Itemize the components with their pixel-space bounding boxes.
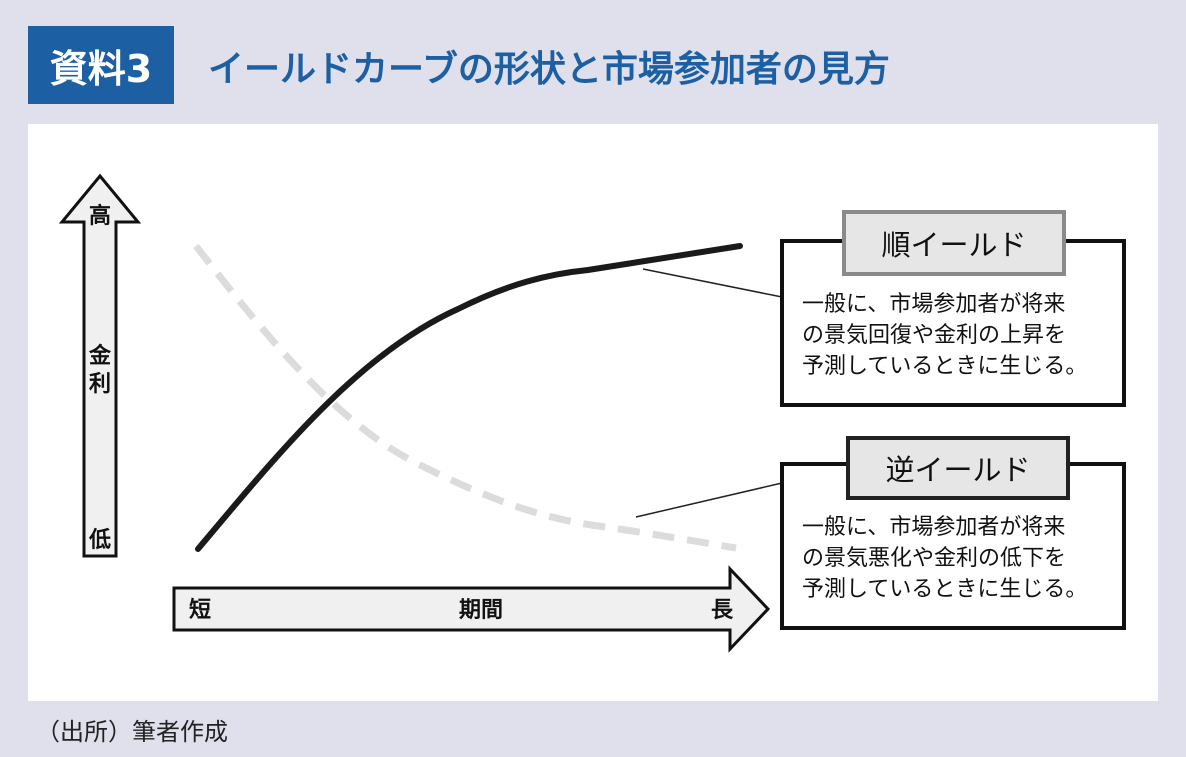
source-note: （出所）筆者作成 bbox=[36, 718, 228, 746]
normal-yield-label: 順イールド bbox=[842, 210, 1066, 276]
y-axis-high-label: 高 bbox=[89, 203, 111, 229]
figure-title: イールドカーブの形状と市場参加者の見方 bbox=[208, 49, 890, 90]
x-axis-arrow bbox=[172, 565, 771, 653]
yield-curve-diagram: 高 金 利 低 短 期間 長 bbox=[58, 173, 783, 653]
diagram-panel: 高 金 利 低 短 期間 長 一般に、市場参加者が将来 の景気回復や金利の上昇を… bbox=[28, 124, 1158, 701]
y-axis-low-label: 低 bbox=[88, 528, 111, 553]
y-axis-arrow bbox=[58, 173, 142, 558]
inverted-leader-line bbox=[635, 482, 783, 518]
x-axis-short-label: 短 bbox=[189, 598, 211, 623]
x-axis-long-label: 長 bbox=[711, 598, 734, 623]
figure-number-badge: 資料3 bbox=[28, 26, 174, 104]
y-axis-label-2: 利 bbox=[89, 372, 111, 397]
x-axis-label: 期間 bbox=[459, 598, 503, 623]
normal-yield-description: 一般に、市場参加者が将来 の景気回復や金利の上昇を 予測しているときに生じる。 bbox=[802, 292, 1088, 379]
y-axis-label-1: 金 bbox=[88, 343, 112, 369]
inverted-yield-label: 逆イールド bbox=[846, 436, 1070, 500]
normal-yield-curve bbox=[195, 243, 743, 552]
normal-leader-line bbox=[642, 268, 783, 298]
inverted-yield-description: 一般に、市場参加者が将来 の景気悪化や金利の低下を 予測しているときに生じる。 bbox=[802, 515, 1088, 602]
inverted-yield-curve bbox=[193, 243, 737, 552]
